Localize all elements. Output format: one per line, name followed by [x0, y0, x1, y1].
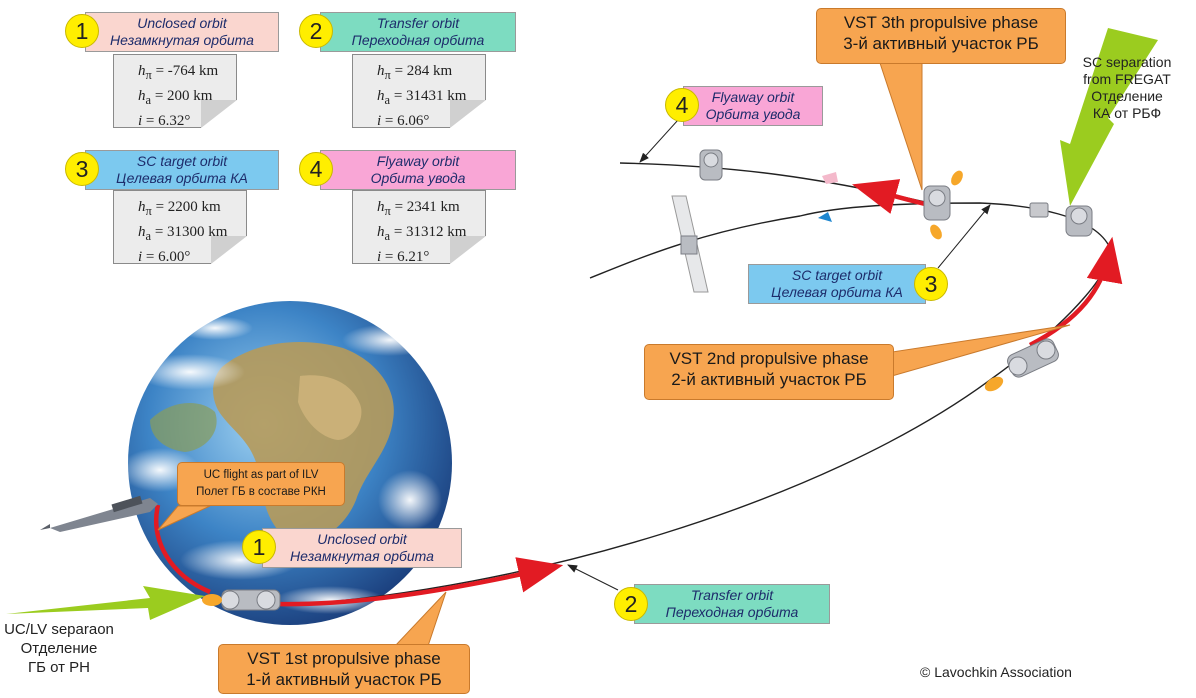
params-card-unclosed: hπ = -764 km ha = 200 km i = 6.32°: [113, 54, 237, 129]
callout-tail-p1: [393, 591, 447, 647]
header-transfer-en: Transfer orbit: [376, 15, 460, 31]
header-unclosed-orbit: Unclosed orbit Незамкнутая орбита: [85, 12, 279, 52]
diagram-transfer-ru: Переходная орбита: [665, 604, 799, 620]
green-arrow-uc-sep: [6, 586, 205, 620]
callout-phase-3: VST 3th propulsive phase 3-й активный уч…: [816, 8, 1066, 64]
burn-arc-1: [274, 557, 564, 607]
header-target-orbit: SC target orbit Целевая орбита КА: [85, 150, 279, 190]
leader-transfer: [567, 564, 619, 591]
param-i-transfer: 6.06°: [397, 113, 430, 129]
diagram-target-orbit: SC target orbit Целевая орбита КА: [748, 264, 926, 304]
callout-phase-2: VST 2nd propulsive phase 2-й активный уч…: [644, 344, 894, 400]
params-card-target: hπ = 2200 km ha = 31300 km i = 6.00°: [113, 190, 247, 265]
sc-sep-line-1: SC separation: [1082, 54, 1172, 70]
sc-sep-line-2: from FREGAT: [1083, 71, 1171, 87]
phase-2-en: VST 2nd propulsive phase: [669, 349, 869, 368]
satellite-icon: [671, 195, 709, 293]
phase-1-ru: 1-й активный участок РБ: [246, 670, 442, 689]
burn-arc-3: [851, 179, 926, 214]
phase-2-ru: 2-й активный участок РБ: [671, 370, 867, 389]
uc-flight-en: UC flight as part of ILV: [203, 469, 319, 481]
badge-4-header: 4: [299, 152, 333, 186]
header-unclosed-en: Unclosed orbit: [137, 15, 227, 31]
diagram-flyaway-ru: Орбита увода: [705, 106, 801, 122]
uc-sep-line-2: Отделение: [20, 640, 98, 657]
param-hp-target: 2200 km: [167, 199, 221, 215]
upper-stage-icon-5: [1065, 205, 1093, 237]
badge-1-diagram: 1: [242, 530, 276, 564]
param-hp-transfer: 284 km: [406, 63, 453, 79]
label-sc-separation: SC separation from FREGAT Отделение КА о…: [1062, 54, 1192, 122]
uc-sep-line-1: UC/LV separaon: [4, 621, 114, 638]
sc-sep-line-3: Отделение: [1091, 88, 1163, 104]
diagram-unclosed-ru: Незамкнутая орбита: [290, 548, 434, 564]
diagram-transfer-orbit: Transfer orbit Переходная орбита: [634, 584, 830, 624]
diagram-unclosed-orbit: Unclosed orbit Незамкнутая орбита: [262, 528, 462, 568]
copyright-notice: © Lavochkin Association: [920, 664, 1072, 680]
upper-stage-icon-3: [923, 170, 963, 240]
rocket-ilv: [40, 495, 158, 532]
uc-sep-line-3: ГБ от РН: [27, 659, 91, 676]
params-card-transfer: hπ = 284 km ha = 31431 km i = 6.06°: [352, 54, 486, 129]
callout-tail-ilv: [157, 505, 211, 531]
leader-flyaway: [639, 119, 679, 163]
params-card-flyaway: hπ = 2341 km ha = 31312 km i = 6.21°: [352, 190, 486, 265]
badge-2-diagram: 2: [614, 587, 648, 621]
callout-tail-p3: [879, 62, 923, 191]
flyaway-orbit-path: [619, 162, 931, 204]
param-hp-flyaway: 2341 km: [406, 199, 460, 215]
diagram-target-en: SC target orbit: [791, 267, 883, 283]
header-target-en: SC target orbit: [136, 153, 228, 169]
param-i-flyaway: 6.21°: [397, 249, 430, 265]
badge-4-diagram: 4: [665, 88, 699, 122]
header-unclosed-ru: Незамкнутая орбита: [110, 32, 254, 48]
param-i-unclosed: 6.32°: [158, 113, 191, 129]
header-transfer-ru: Переходная орбита: [351, 32, 485, 48]
badge-2-header: 2: [299, 14, 333, 48]
phase-1-en: VST 1st propulsive phase: [247, 649, 441, 668]
spacecraft-icon-separated: [1029, 202, 1049, 218]
header-flyaway-orbit: Flyaway orbit Орбита увода: [320, 150, 516, 190]
phase-3-en: VST 3th propulsive phase: [843, 13, 1039, 32]
earth-globe: [120, 301, 452, 625]
phase-3-ru: 3-й активный участок РБ: [843, 34, 1039, 53]
diagram-flyaway-orbit: Flyaway orbit Орбита увода: [683, 86, 823, 126]
badge-3-diagram: 3: [914, 267, 948, 301]
param-hp-unclosed: -764 km: [167, 63, 219, 79]
upper-stage-icon-1: [202, 589, 281, 611]
diagram-unclosed-en: Unclosed orbit: [317, 531, 407, 547]
sc-sep-line-4: КА от РБФ: [1092, 105, 1162, 121]
uc-flight-ru: Полет ГБ в составе РКН: [196, 486, 326, 498]
header-target-ru: Целевая орбита КА: [116, 170, 248, 186]
diagram-target-ru: Целевая орбита КА: [771, 284, 903, 300]
fragment-icon-blue: [818, 212, 832, 222]
callout-phase-1: VST 1st propulsive phase 1-й активный уч…: [218, 644, 470, 694]
fragment-icon-pink: [822, 172, 838, 184]
badge-1-header: 1: [65, 14, 99, 48]
label-uc-lv-separation: UC/LV separaon Отделение ГБ от РН: [4, 620, 114, 677]
leader-target: [937, 204, 991, 269]
header-transfer-orbit: Transfer orbit Переходная орбита: [320, 12, 516, 52]
burn-arc-2: [1028, 236, 1123, 347]
diagram-flyaway-en: Flyaway orbit: [711, 89, 795, 105]
header-flyaway-en: Flyaway orbit: [376, 153, 460, 169]
param-i-target: 6.00°: [158, 249, 191, 265]
upper-stage-icon-4: [699, 149, 723, 181]
burn-arc-ilv: [154, 504, 211, 595]
badge-3-header: 3: [65, 152, 99, 186]
callout-uc-flight: UC flight as part of ILV Полет ГБ в сост…: [177, 462, 345, 506]
green-arrow-sc-sep: [1060, 28, 1158, 206]
diagram-transfer-en: Transfer orbit: [690, 587, 774, 603]
header-flyaway-ru: Орбита увода: [370, 170, 466, 186]
upper-stage-icon-2: [984, 338, 1059, 392]
